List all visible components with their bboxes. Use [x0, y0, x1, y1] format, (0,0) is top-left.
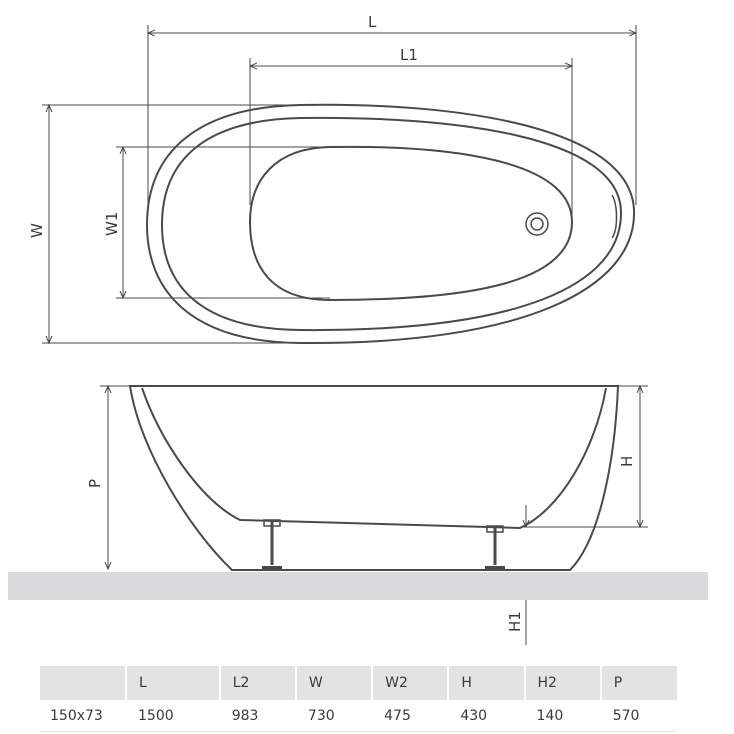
table-cell: 730 — [295, 700, 373, 732]
table-cell: 475 — [372, 700, 449, 732]
table-header-row: L L2 W W2 H H2 P — [40, 666, 677, 700]
dimension-label-H1: H1 — [506, 611, 524, 632]
table-cell: 983 — [219, 700, 296, 732]
floor — [8, 572, 708, 600]
table-header: L2 — [218, 666, 296, 700]
table-header: L — [125, 666, 220, 700]
table-header: P — [599, 666, 677, 700]
dimension-label-W1: W1 — [103, 212, 121, 236]
dimension-label-P: P — [86, 479, 104, 488]
tub-inner-profile — [141, 387, 607, 530]
table-cell: 430 — [448, 700, 525, 732]
table-cell: 150x73 — [40, 700, 126, 732]
top-view — [145, 103, 636, 345]
dimension-label-W: W — [28, 223, 46, 238]
tub-outer-profile — [128, 385, 620, 571]
table-header: H — [447, 666, 525, 700]
technical-diagram: L L1 W W1 P H H1 — [8, 13, 708, 645]
tub-inner-rim — [160, 116, 623, 332]
table-cell: 140 — [524, 700, 601, 732]
table-cell: 1500 — [126, 700, 220, 732]
table-header: W2 — [371, 666, 449, 700]
dimensions-table: L L2 W W2 H H2 P 150x73 1500 983 730 475… — [40, 666, 677, 732]
dimension-lines — [42, 25, 648, 645]
table-row: 150x73 1500 983 730 475 430 140 570 — [40, 700, 677, 732]
table-cell: 570 — [600, 700, 677, 732]
side-view — [128, 385, 620, 571]
drain-icon — [525, 212, 549, 236]
dimension-label-H: H — [618, 456, 636, 467]
dimension-label-L1: L1 — [400, 46, 418, 64]
dimension-label-L: L — [368, 13, 377, 31]
table-header: W — [294, 666, 373, 700]
tub-outer-rim — [145, 103, 636, 345]
table-header — [40, 666, 126, 700]
tub-basin — [248, 145, 574, 302]
table-header: H2 — [523, 666, 601, 700]
